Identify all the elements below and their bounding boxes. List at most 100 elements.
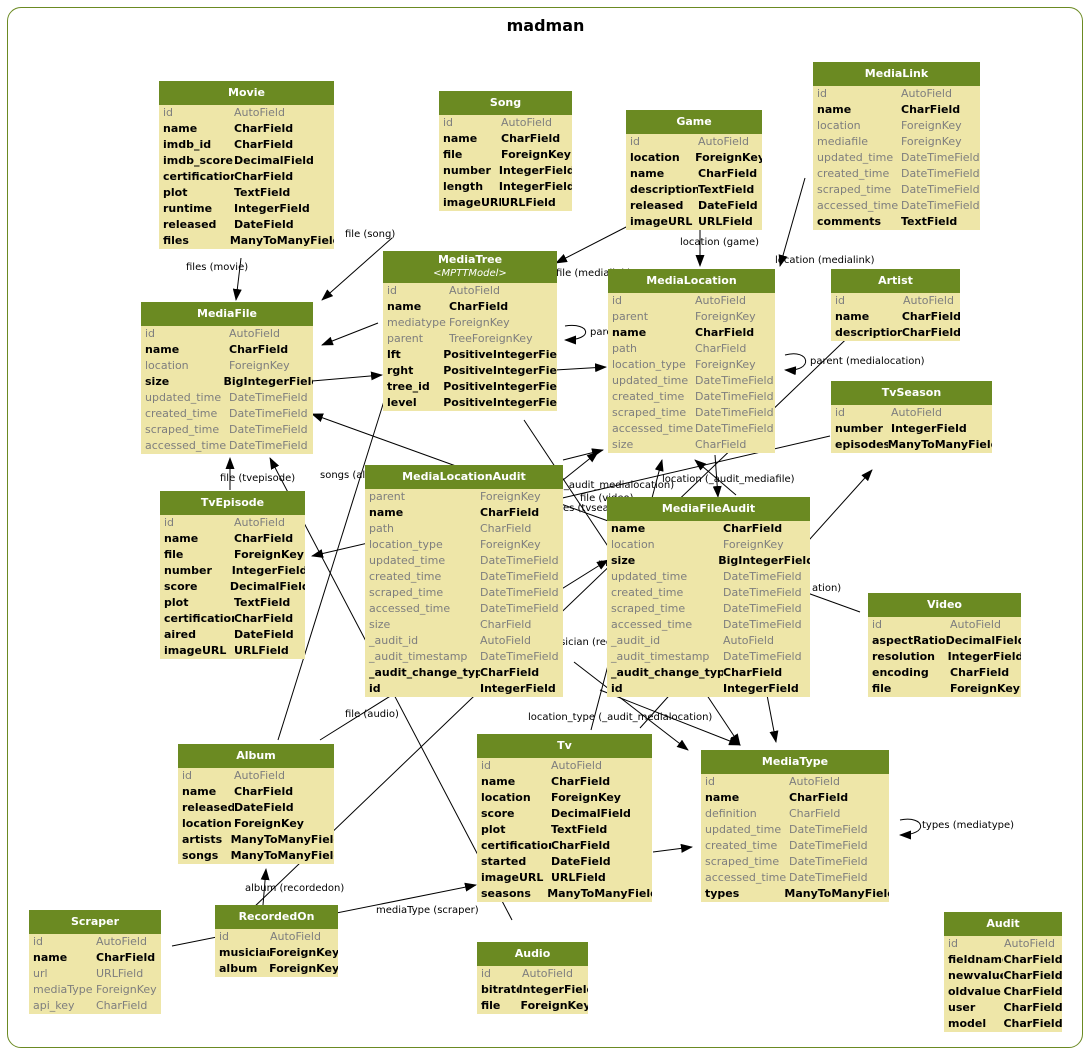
field-name: created_time — [369, 570, 442, 583]
field-name: number — [443, 164, 491, 177]
field-name: types — [705, 887, 740, 900]
field-type: CharField — [698, 167, 758, 180]
self-relationship-arrow — [784, 353, 807, 376]
field-name: plot — [481, 823, 506, 836]
field-name: id — [145, 327, 156, 340]
field-name: runtime — [163, 202, 213, 215]
edge-label: types (mediatype) — [922, 820, 1014, 831]
field-name: location — [145, 359, 189, 372]
field-type: TextField — [698, 183, 755, 196]
field-type: URLField — [501, 196, 556, 209]
field-name: location — [817, 119, 861, 132]
field-name: name — [369, 506, 404, 519]
model-name: Scraper — [70, 915, 120, 928]
field-name: newvalue — [948, 969, 1004, 982]
field-type: ForeignKey — [480, 490, 541, 503]
field-type: CharField — [234, 138, 294, 151]
field-type: ManyToManyField — [784, 887, 889, 900]
field-type: AutoField — [891, 406, 942, 419]
field-name: scraped_time — [705, 855, 780, 868]
field-name: description — [835, 326, 902, 339]
relationship-arrow — [599, 689, 741, 746]
field-name: certification — [163, 170, 234, 183]
field-type: BigIntegerField — [718, 554, 810, 567]
field-name: tree_id — [387, 380, 430, 393]
field-type: AutoField — [903, 294, 954, 307]
field-type: AutoField — [901, 87, 952, 100]
field-name: score — [164, 580, 198, 593]
field-name: location — [481, 791, 531, 804]
field-type: ManyToManyField — [229, 234, 334, 247]
field-type: CharField — [789, 807, 841, 820]
field-type: CharField — [1003, 1017, 1062, 1030]
field-type: BigIntegerField — [223, 375, 313, 388]
field-type: URLField — [698, 215, 753, 228]
field-type: IntegerField — [723, 682, 799, 695]
field-name: id — [481, 759, 492, 772]
model-header: Artist — [831, 269, 960, 293]
field-name: rght — [387, 364, 414, 377]
model-name: RecordedOn — [238, 910, 315, 923]
field-name: created_time — [705, 839, 778, 852]
field-type: AutoField — [698, 135, 749, 148]
field-name: id — [705, 775, 716, 788]
relationship-arrow — [766, 694, 779, 743]
relationship-arrow — [555, 224, 631, 264]
field-name: location_type — [369, 538, 443, 551]
field-type: DecimalField — [234, 154, 314, 167]
field-type: DateTimeField — [695, 422, 774, 435]
field-type: IntegerField — [518, 983, 588, 996]
field-name: id — [369, 682, 381, 695]
field-name: seasons — [481, 887, 531, 900]
relationship-arrow — [778, 177, 806, 267]
model-name: Song — [489, 96, 522, 109]
field-name: plot — [163, 186, 188, 199]
field-type: DateTimeField — [229, 407, 308, 420]
field-type: AutoField — [234, 516, 285, 529]
edge-label: parent (_audit_medialocation) — [524, 480, 674, 491]
field-type: CharField — [501, 132, 561, 145]
field-name: score — [481, 807, 515, 820]
field-name: updated_time — [612, 374, 689, 387]
field-type: CharField — [234, 612, 294, 625]
field-type: CharField — [695, 326, 755, 339]
field-type: TextField — [901, 215, 958, 228]
model-header: MediaLink — [813, 62, 980, 86]
edge-label: mediaType (scraper) — [376, 905, 479, 916]
field-type: ForeignKey — [695, 151, 762, 164]
edge-label: file (video) — [580, 493, 634, 504]
relationship-arrow — [573, 661, 689, 751]
field-name: id — [817, 87, 828, 100]
